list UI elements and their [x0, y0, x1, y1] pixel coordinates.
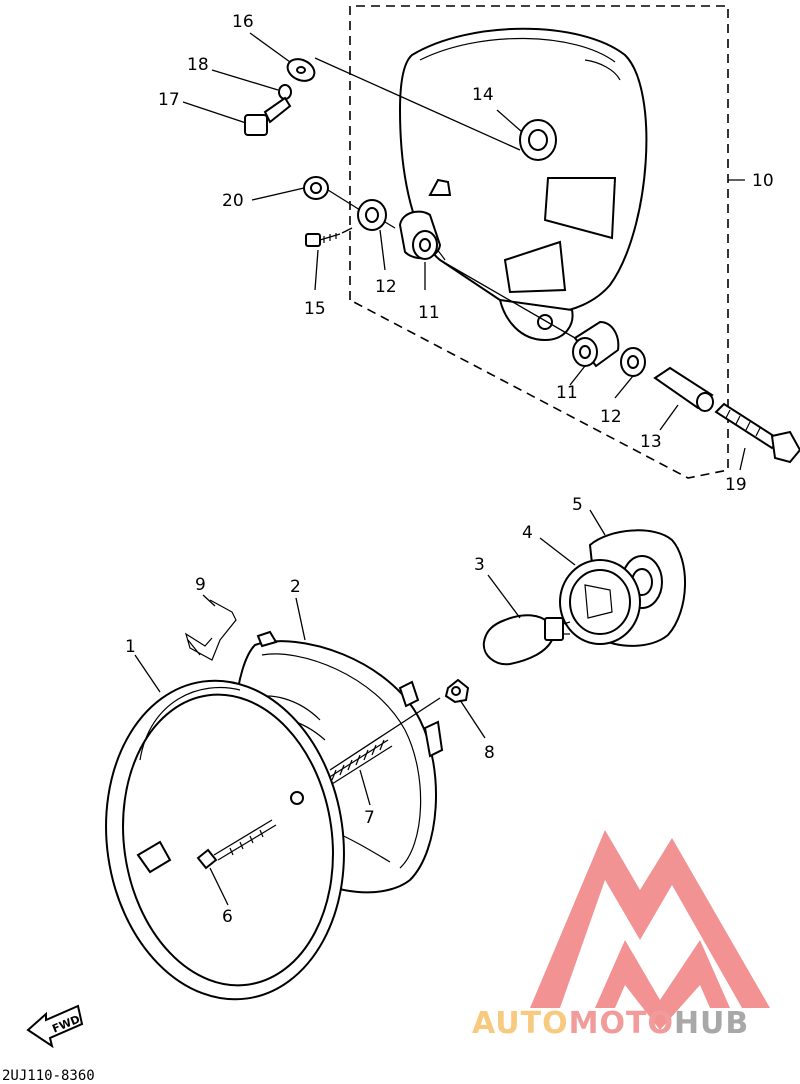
callout-5: 5: [572, 495, 583, 515]
callout-6: 6: [222, 907, 233, 927]
callout-11-lower: 11: [556, 383, 578, 403]
callout-18: 18: [187, 55, 209, 75]
grommet-part-14: [519, 119, 557, 161]
callout-14: 14: [472, 85, 494, 105]
collar-part-13: [653, 366, 714, 412]
housing-group-boundary: [349, 5, 729, 479]
callout-1: 1: [125, 637, 136, 657]
callout-12-lower: 12: [600, 407, 622, 427]
spring-part-7: [327, 739, 393, 785]
callout-17: 17: [158, 90, 180, 110]
diagram-code: 2UJ110-8360: [2, 1068, 95, 1084]
adjusting-nut-part-8: [444, 678, 470, 704]
bolt-part-17: [244, 96, 292, 136]
damper-part-11-upper: [398, 210, 442, 260]
callout-9: 9: [195, 575, 206, 595]
screw-part-15: [305, 233, 341, 247]
bulb-part-3: [482, 614, 571, 666]
callout-4: 4: [522, 523, 533, 543]
screw-part-6: [196, 819, 277, 870]
nut-part-20: [303, 176, 329, 200]
callout-13: 13: [640, 432, 662, 452]
callout-2: 2: [290, 577, 301, 597]
watermark-triangle-icon: [530, 830, 770, 1008]
collar-part-12-lower: [620, 347, 646, 377]
callout-labels: 16 18 17 14 10 20 12 11 15 11 12 13 19 5…: [125, 12, 774, 927]
callout-8: 8: [484, 743, 495, 763]
bolt-part-19: [714, 402, 800, 464]
leader-lines: [134, 32, 746, 906]
washer-part-16: [286, 58, 316, 82]
watermark-logo: AUTOMOTOHUB: [472, 830, 770, 1041]
watermark-text-auto: AUTO: [472, 1006, 569, 1041]
callout-19: 19: [725, 475, 747, 495]
callout-10: 10: [752, 171, 774, 191]
watermark-text-moto: MOTO: [569, 1006, 674, 1041]
callout-20: 20: [222, 191, 244, 211]
callout-11-upper: 11: [418, 303, 440, 323]
collar-part-12-upper: [357, 199, 387, 231]
watermark-text-hub: HUB: [674, 1006, 749, 1041]
callout-7: 7: [364, 808, 375, 828]
forward-arrow: FWD: [26, 1004, 84, 1049]
spring-clip-part-9: [184, 599, 237, 661]
rim-part-1: [105, 679, 345, 1001]
bulb-holder-part-4: [559, 559, 641, 645]
callout-16: 16: [232, 12, 254, 32]
callout-3: 3: [474, 555, 485, 575]
headlight-housing: [398, 27, 648, 342]
callout-12-upper: 12: [375, 277, 397, 297]
watermark-inner-mark-icon: [595, 940, 730, 1030]
watermark-text: AUTOMOTOHUB: [472, 1006, 749, 1041]
damper-part-11-lower: [572, 320, 620, 368]
callout-15: 15: [304, 299, 326, 319]
